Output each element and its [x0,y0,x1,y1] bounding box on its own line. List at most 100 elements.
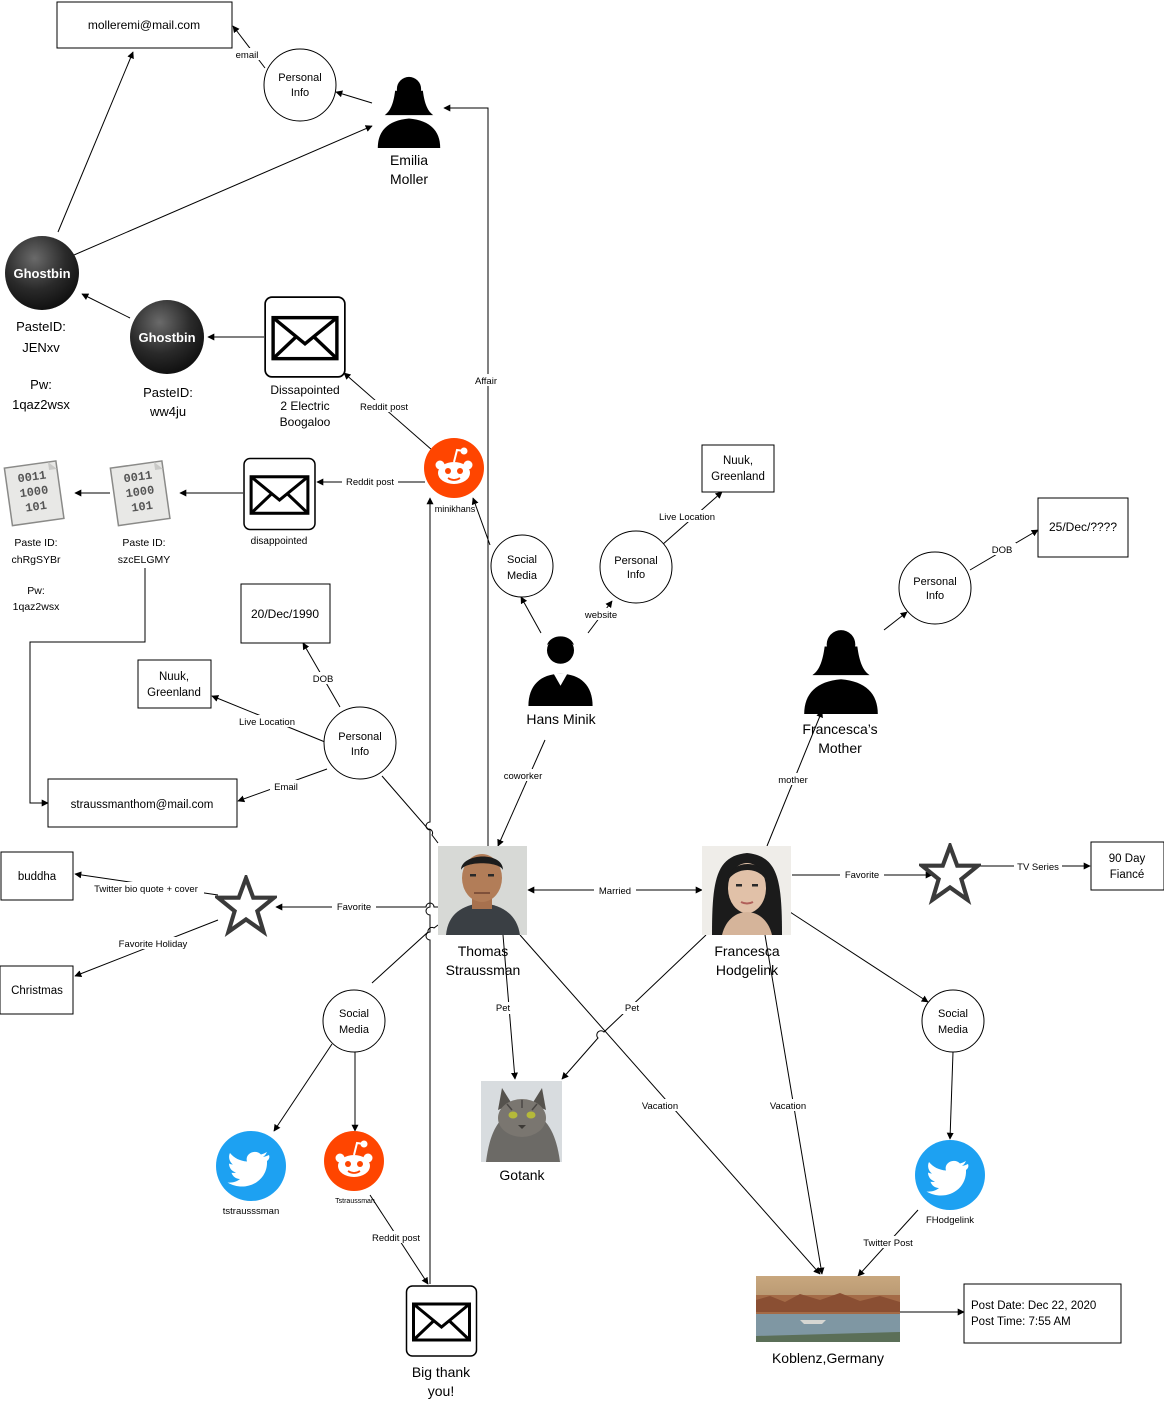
svg-text:Married: Married [599,886,631,897]
ghostbin-paste-jenxv[interactable]: Ghostbin PasteID: JENxv Pw: 1qaz2wsx [5,236,79,412]
person-hans-minik[interactable]: Hans Minik [526,636,597,727]
svg-text:2 Electric: 2 Electric [280,399,329,413]
svg-text:TV Series: TV Series [1017,862,1059,873]
svg-text:Post Time: 7:55 AM: Post Time: 7:55 AM [971,1316,1071,1328]
personal-info-circle-hans[interactable]: Personal Info [599,530,673,604]
svg-text:Info: Info [627,569,645,581]
place-koblenz-germany[interactable]: Koblenz,Germany [756,1276,900,1366]
person-thomas-straussman[interactable]: Thomas Straussman [438,846,527,978]
dob-box-thomas[interactable]: 20/Dec/1990 [240,583,331,644]
reddit-icon [424,438,484,498]
person-francescas-mother[interactable]: Francesca’s Mother [802,630,878,756]
edge-sm-francesca-to-twitter [946,1051,954,1140]
svg-text:Straussman: Straussman [446,962,521,978]
edge-francesca-to-gotank [561,934,707,1080]
reddit-account-tstraussman[interactable]: Tstraussman [324,1131,384,1205]
svg-text:Big thank: Big thank [412,1364,471,1380]
svg-text:Live Location: Live Location [239,717,295,728]
svg-text:Affair: Affair [475,376,497,387]
mail-node-dissapointed[interactable]: Dissapointed 2 Electric Boogaloo [264,296,346,429]
pet-gotank[interactable]: Gotank [481,1081,562,1183]
social-media-circle-thomas[interactable]: Social Media [322,989,386,1053]
edge-label-reddit-post-2: Reddit post [342,476,398,488]
paste-chrgsybr[interactable]: 0011 1000 101 Paste ID: chRgSYBr Pw: 1qa… [3,460,65,613]
location-box-thomas[interactable]: Nuuk, Greenland [137,659,212,709]
svg-text:Nuuk,: Nuuk, [723,455,753,467]
female-silhouette-icon [377,76,441,148]
svg-text:buddha: buddha [18,871,57,883]
svg-text:Moller: Moller [390,171,428,187]
social-media-circle-francesca[interactable]: Social Media [921,989,985,1053]
dob-box-mother[interactable]: 25/Dec/???? [1037,497,1129,558]
edge-label-coworker: coworker [500,769,546,782]
post-date-box[interactable]: Post Date: Dec 22, 2020 Post Time: 7:55 … [963,1283,1122,1344]
twitter-account-tstrausssman[interactable]: tstrausssman [216,1131,286,1217]
female-silhouette-icon [804,630,878,714]
ghostbin-paste-ww4ju[interactable]: Ghostbin PasteID: ww4ju [130,300,204,419]
mail-node-disappointed[interactable]: disappointed [243,457,316,547]
svg-text:Hans Minik: Hans Minik [526,711,596,727]
personal-info-circle-mother[interactable]: Personal Info [898,551,972,625]
svg-text:DOB: DOB [313,674,334,685]
email-box-emilia[interactable]: molleremi@mail.com [56,1,233,49]
svg-text:Favorite: Favorite [337,902,371,913]
svg-text:Personal: Personal [278,72,321,84]
edge-label-tv-series: TV Series [1014,860,1062,873]
svg-text:Live Location: Live Location [659,512,715,523]
favorite-star-icon-francesca[interactable] [922,846,978,900]
svg-text:ww4ju: ww4ju [149,404,186,419]
tv-series-box[interactable]: 90 Day Fiancé [1090,841,1164,891]
edge-mother-to-pi [883,611,908,631]
edge-label-vacation-francesca: Vacation [766,1099,810,1112]
binary-document-icon: 0011 1000 101 [3,460,65,527]
svg-text:PasteID:: PasteID: [16,319,66,334]
email-box-thomas[interactable]: straussmanthom@mail.com [47,778,238,828]
twitter-account-fhodgelink[interactable]: FHodgelink [915,1140,985,1226]
buddha-box[interactable]: buddha [0,851,74,901]
edge-label-email-thomas: Email [270,780,302,793]
svg-text:Ghostbin: Ghostbin [138,330,195,345]
edge-label-live-location-thomas: Live Location [236,715,298,728]
svg-text:Emilia: Emilia [390,152,428,168]
edge-label-dob-thomas: DOB [309,672,337,685]
personal-info-circle-emilia[interactable]: Personal Info [263,48,337,122]
cat-photo [481,1081,562,1162]
edge-sm-hans-to-reddit [471,497,491,546]
svg-text:Personal: Personal [338,731,381,743]
edge-thomas-to-sm [371,924,439,984]
mail-node-big-thank-you[interactable]: Big thank you! [405,1285,478,1399]
svg-text:Vacation: Vacation [642,1101,678,1112]
edge-hans-to-thomas-coworker [497,739,546,847]
svg-text:Vacation: Vacation [770,1101,806,1112]
social-media-circle-hans[interactable]: Social Media [490,534,554,598]
edge-thomas-to-pi [381,775,439,844]
christmas-box[interactable]: Christmas [0,965,74,1015]
svg-text:Media: Media [339,1024,370,1036]
person-francesca-hodgelink[interactable]: Francesca Hodgelink [702,846,791,978]
envelope-icon [243,457,316,531]
favorite-star-icon-thomas[interactable] [218,878,274,932]
svg-text:Favorite Holiday: Favorite Holiday [119,939,188,950]
reddit-account-minikhans[interactable]: minikhans [424,438,484,514]
edge-label-twitter-bio: Twitter bio quote + cover [88,882,204,895]
svg-text:Thomas: Thomas [458,943,509,959]
svg-text:FHodgelink: FHodgelink [926,1215,974,1226]
person-emilia-moller[interactable]: Emilia Moller [377,76,441,187]
personal-info-circle-thomas[interactable]: Personal Info [323,706,397,780]
svg-text:Boogaloo: Boogaloo [280,415,331,429]
svg-text:Favorite: Favorite [845,870,879,881]
paste-szcelgmy[interactable]: 0011 1000 101 Paste ID: szcELGMY [109,460,171,566]
binary-document-icon: 0011 1000 101 [109,460,171,527]
svg-text:Reddit post: Reddit post [372,1233,420,1244]
svg-text:1qaz2wsx: 1qaz2wsx [13,601,60,613]
edge-label-reddit-post-3: Reddit post [368,1231,424,1244]
envelope-icon [405,1285,478,1357]
male-silhouette-icon [528,636,593,706]
svg-text:Francesca: Francesca [714,943,780,959]
edge-ghostbin1-to-email [57,51,134,233]
twitter-bird-icon [216,1131,286,1201]
edge-mail-big-to-reddit-top [425,497,434,1284]
edge-label-reddit-post-1: Reddit post [356,400,412,413]
svg-text:Mother: Mother [818,740,862,756]
location-box-hans[interactable]: Nuuk, Greenland [701,444,775,493]
